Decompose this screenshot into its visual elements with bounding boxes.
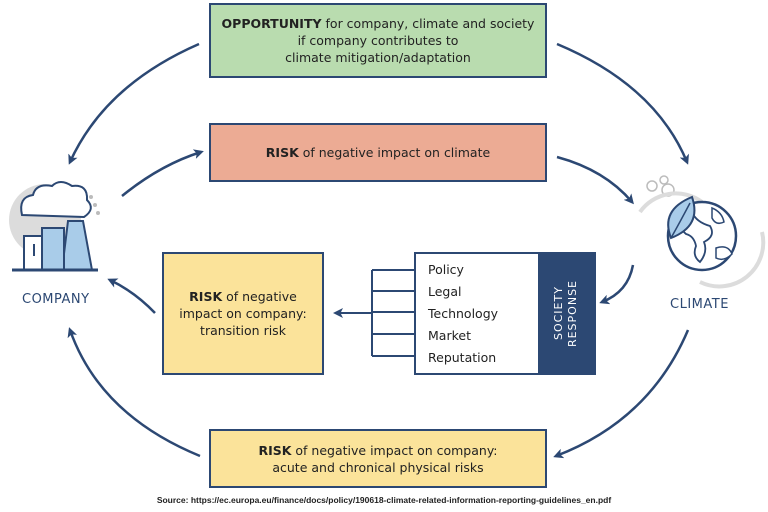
physical-keyword: RISK (258, 442, 292, 458)
society-item-market: Market (428, 328, 471, 344)
society-band-line1: SOCIETY (552, 286, 565, 341)
arrow-transition-to-company (107, 278, 156, 314)
factory-icon (9, 181, 100, 272)
society-response-label: SOCIETY RESPONSE (552, 280, 580, 347)
society-response-list: Policy Legal Technology Market Reputatio… (416, 254, 538, 373)
arrow-company-to-risk-climate (121, 149, 204, 197)
society-bracket (333, 269, 414, 357)
society-band-line2: RESPONSE (566, 279, 579, 348)
source-note: Source: https://ec.europa.eu/finance/doc… (156, 495, 612, 505)
society-response-band: SOCIETY RESPONSE (538, 254, 594, 373)
arrow-risk-climate-to-climate (556, 155, 634, 205)
society-item-legal: Legal (428, 283, 462, 299)
arrow-opportunity-to-climate (556, 42, 689, 165)
society-item-policy: Policy (428, 261, 464, 277)
transition-line3: transition risk (200, 323, 286, 338)
risk-climate-keyword: RISK (265, 145, 299, 160)
arrow-physical-to-company (67, 327, 201, 458)
opportunity-line2: if company contributes to (297, 33, 459, 48)
physical-line2: acute and chronical physical risks (272, 459, 484, 475)
transition-line1-rest: of negative (222, 289, 297, 304)
opportunity-keyword: OPPORTUNITY (221, 16, 322, 31)
society-response-box: Policy Legal Technology Market Reputatio… (414, 252, 596, 375)
risk-climate-box: RISK of negative impact on climate (209, 123, 547, 182)
transition-risk-box: RISK of negative impact on company: tran… (162, 252, 324, 375)
opportunity-line3: climate mitigation/adaptation (285, 50, 471, 65)
arrow-climate-to-physical (553, 329, 690, 459)
opportunity-line1-rest: for company, climate and society (321, 16, 535, 31)
risk-climate-rest: of negative impact on climate (298, 145, 491, 160)
physical-risk-box: RISK of negative impact on company: acut… (209, 429, 547, 488)
earth-icon (638, 175, 766, 289)
physical-line1-rest: of negative impact on company: (291, 442, 498, 458)
leaf-icon (667, 195, 696, 240)
transition-line2: impact on company: (179, 306, 307, 321)
society-item-reputation: Reputation (428, 350, 497, 366)
climate-label: CLIMATE (670, 297, 729, 312)
transition-keyword: RISK (189, 289, 223, 304)
society-item-technology: Technology (428, 305, 499, 321)
arrow-climate-to-society (599, 264, 635, 305)
company-label: COMPANY (22, 292, 90, 307)
opportunity-box: OPPORTUNITY for company, climate and soc… (209, 3, 547, 78)
arrow-opportunity-to-company (68, 42, 200, 165)
